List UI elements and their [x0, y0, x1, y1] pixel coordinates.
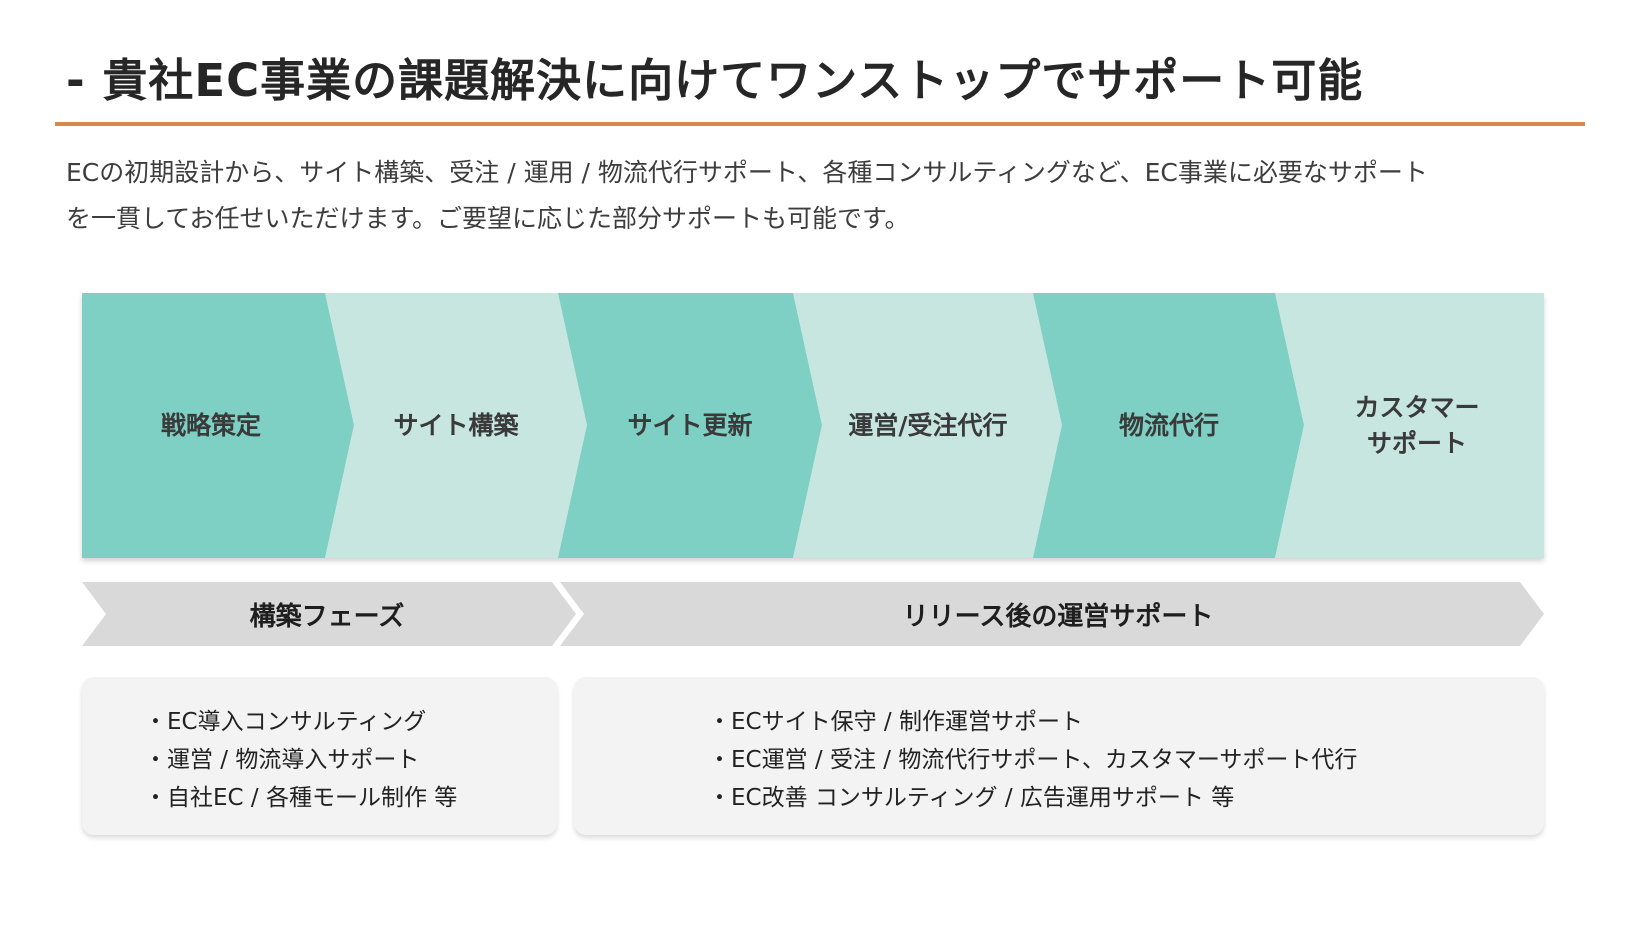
chevron-site-build — [325, 293, 587, 558]
list-item: ・運営 / 物流導入サポート — [144, 747, 420, 773]
phase-operate-label: リリース後の運営サポート — [902, 601, 1214, 632]
list-item: ・ECサイト保守 / 制作運営サポート — [708, 709, 1083, 735]
page-title: - 貴社EC事業の課題解決に向けてワンストップでサポート可能 — [66, 54, 1364, 107]
step-operation-label: 運営/受注代行 — [848, 410, 1008, 440]
title-divider — [55, 122, 1585, 126]
phase-arrows — [82, 582, 1544, 646]
operate-services-list: ・ECサイト保守 / 制作運営サポート ・EC運営 / 受注 / 物流代行サポー… — [708, 703, 1357, 817]
step-site-update-label: サイト更新 — [627, 410, 753, 440]
step-site-build-label: サイト構築 — [393, 410, 519, 440]
service-flow-chevrons — [82, 293, 1544, 558]
step-customer-support-label: カスタマー サポート — [1290, 293, 1544, 558]
list-item: ・自社EC / 各種モール制作 等 — [144, 785, 458, 811]
list-item: ・EC運営 / 受注 / 物流代行サポート、カスタマーサポート代行 — [708, 747, 1358, 773]
intro-text: ECの初期設計から、サイト構築、受注 / 運用 / 物流代行サポート、各種コンサ… — [66, 150, 1576, 242]
build-services-list: ・EC導入コンサルティング ・運営 / 物流導入サポート ・自社EC / 各種モ… — [144, 703, 457, 817]
phase-arrow-operate — [560, 582, 1544, 646]
chevron-strategy — [82, 293, 354, 558]
build-services-card: ・EC導入コンサルティング ・運営 / 物流導入サポート ・自社EC / 各種モ… — [82, 677, 557, 835]
phase-bar: 構築フェーズ リリース後の運営サポート — [82, 582, 1544, 646]
chevron-logistics — [1033, 293, 1304, 558]
list-item: ・EC導入コンサルティング — [144, 709, 427, 735]
step-strategy-label: 戦略策定 — [160, 410, 261, 440]
intro-line-1: ECの初期設計から、サイト構築、受注 / 運用 / 物流代行サポート、各種コンサ… — [66, 158, 1428, 187]
step-customer-support-line-2: サポート — [1366, 428, 1467, 458]
phase-arrow-build — [82, 582, 576, 646]
step-logistics-label: 物流代行 — [1118, 410, 1219, 440]
operate-services-card: ・ECサイト保守 / 制作運営サポート ・EC運営 / 受注 / 物流代行サポー… — [574, 677, 1544, 835]
list-item: ・EC改善 コンサルティング / 広告運用サポート 等 — [708, 785, 1235, 811]
chevron-operation — [793, 293, 1062, 558]
service-flow: 戦略策定 サイト構築 サイト更新 運営/受注代行 物流代行 カスタマー サポート — [82, 293, 1544, 558]
step-customer-support-line-1: カスタマー — [1354, 392, 1480, 422]
chevron-customer-support — [1275, 293, 1544, 558]
intro-line-2: を一貫してお任せいただけます。ご要望に応じた部分サポートも可能です。 — [66, 204, 910, 233]
chevron-site-update — [558, 293, 822, 558]
phase-build-label: 構築フェーズ — [249, 601, 405, 632]
